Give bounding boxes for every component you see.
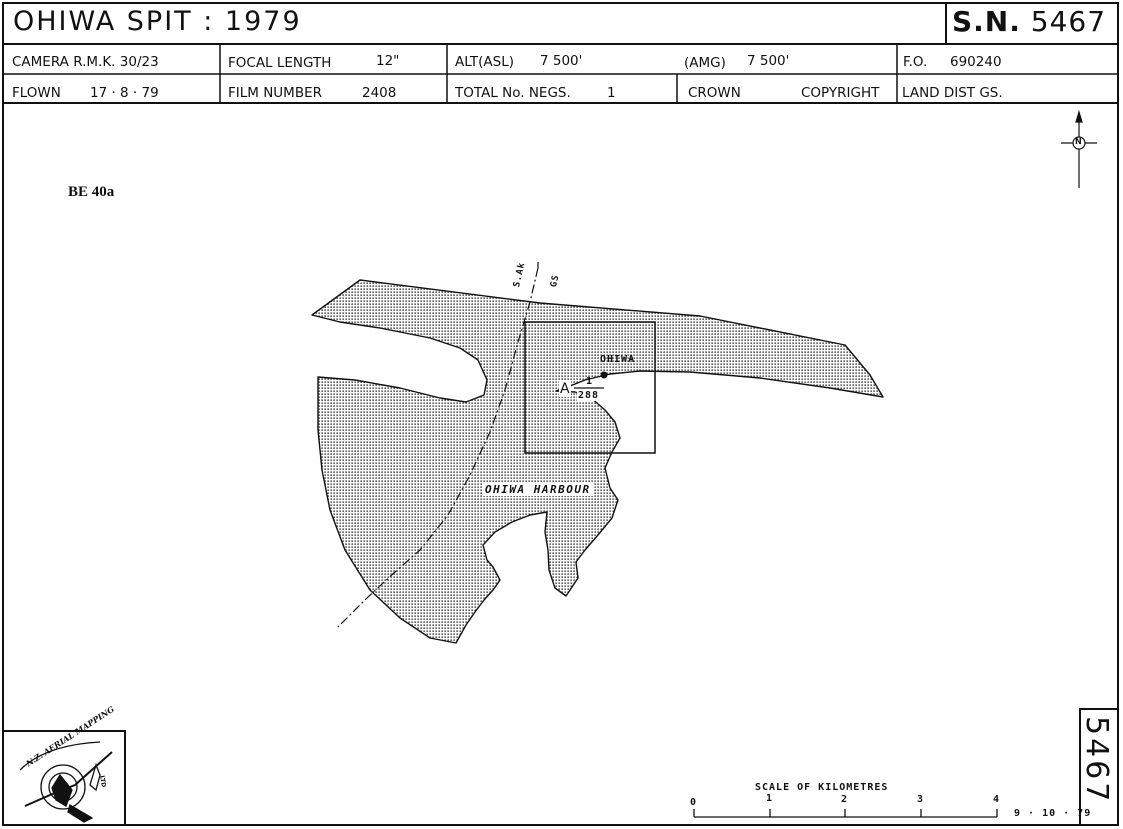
crown-label: CROWN <box>688 85 741 101</box>
scale-date: 9 · 10 · 79 <box>1014 808 1092 819</box>
side-sheet-number: 5467 <box>1079 716 1114 805</box>
focal-length-value: 12" <box>376 53 400 69</box>
alt-asl-label: ALT(ASL) <box>455 54 515 70</box>
fo-label: F.O. <box>903 54 928 70</box>
ohiwa-location-dot <box>600 371 608 379</box>
north-arrow <box>1061 109 1097 188</box>
film-number-value: 2408 <box>362 85 397 101</box>
scale-tick-2: 2 <box>841 794 849 805</box>
ohiwa-harbour-label: OHIWA HARBOUR <box>483 483 593 496</box>
flown-label: FLOWN <box>12 85 61 101</box>
photo-centre-letter: A <box>559 381 571 397</box>
scale-bar <box>693 809 998 818</box>
scale-title: SCALE OF KILOMETRES <box>755 782 889 793</box>
photo-coverage-frame <box>524 321 656 454</box>
map-reference-code: BE 40a <box>68 184 115 200</box>
sheet-number-value: 5467 <box>1030 5 1107 38</box>
flown-value: 17 · 8 · 79 <box>90 85 159 101</box>
amg-label: (AMG) <box>684 55 726 71</box>
copyright-label: COPYRIGHT <box>801 85 880 101</box>
land-mass <box>311 279 884 644</box>
photo-number-numerator: 1 <box>586 376 594 387</box>
photo-number-denominator: 288 <box>577 390 601 401</box>
fo-value: 690240 <box>950 54 1002 70</box>
amg-value: 7 500' <box>747 53 790 69</box>
total-negs-value: 1 <box>607 85 616 101</box>
map-title: OHIWA SPIT : 1979 <box>13 6 302 37</box>
north-letter: N <box>1075 137 1082 146</box>
sheet-prefix: S.N. <box>952 5 1021 38</box>
scale-tick-3: 3 <box>917 794 925 805</box>
film-number-label: FILM NUMBER <box>228 85 323 101</box>
scale-tick-1: 1 <box>766 793 774 804</box>
scale-tick-4: 4 <box>993 794 1001 805</box>
scale-tick-0: 0 <box>690 797 698 808</box>
total-negs-label: TOTAL No. NEGS. <box>455 85 571 101</box>
camera-field: CAMERA R.M.K. 30/23 <box>12 54 159 70</box>
land-district: LAND DIST GS. <box>902 85 1003 101</box>
alt-asl-value: 7 500' <box>540 53 583 69</box>
focal-length-label: FOCAL LENGTH <box>228 55 332 71</box>
sheet-number: S.N. 5467 <box>952 5 1106 38</box>
ohiwa-place-label: OHIWA <box>600 354 636 365</box>
aerial-mapping-logo-icon <box>19 741 113 823</box>
